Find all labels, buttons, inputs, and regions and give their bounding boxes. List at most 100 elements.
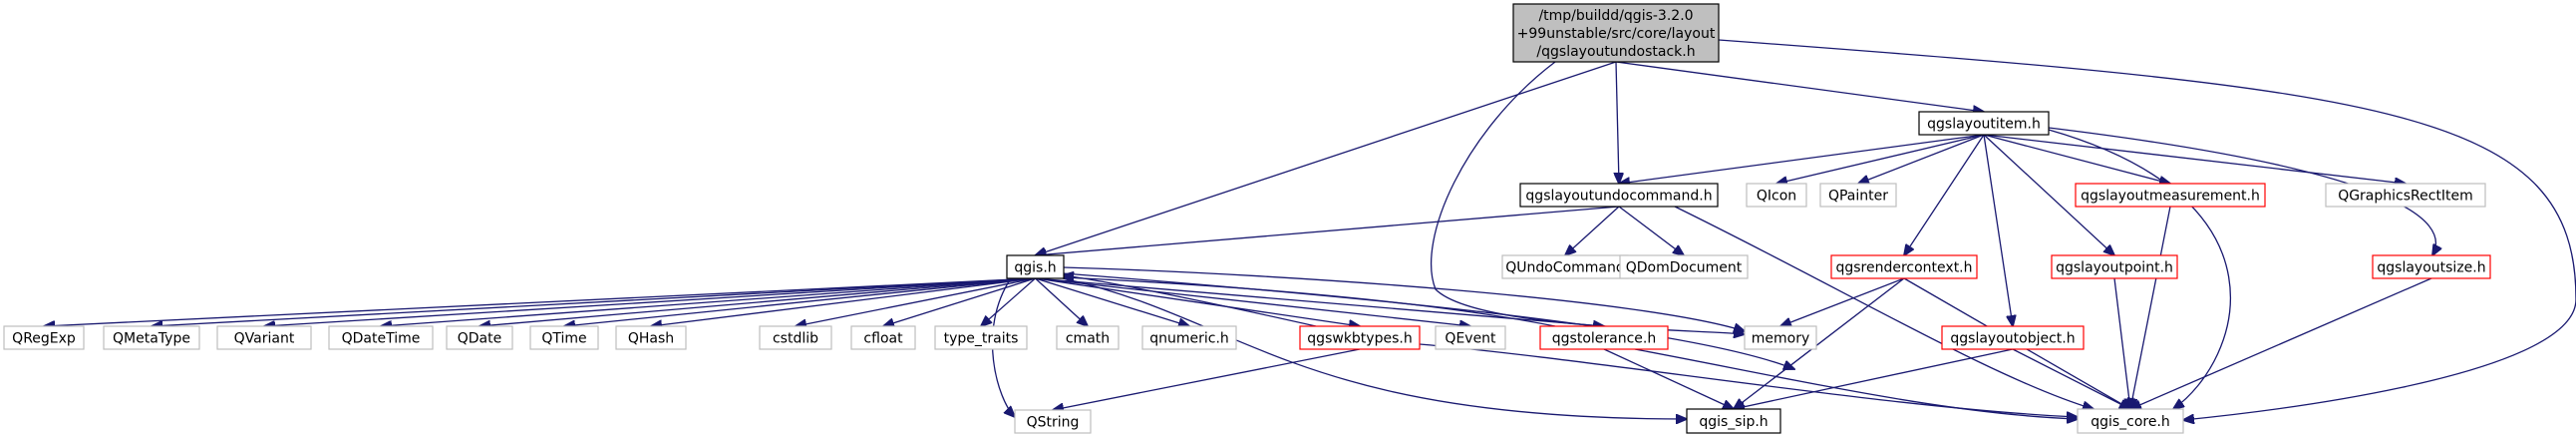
node-box (759, 325, 832, 350)
node-qgis-core: qgis_core.h (2077, 408, 2184, 434)
edge-root-to-qgis_core (1718, 39, 2576, 420)
node-box (2372, 254, 2491, 279)
edge-qgis-to-wkbtypes (1035, 277, 1361, 326)
node-layoutsize[interactable]: qgslayoutsize.h (2372, 254, 2491, 279)
edge-qgis-to-qevent (1035, 277, 1471, 326)
node-box (3, 325, 85, 350)
node-label: /tmp/buildd/qgis-3.2.0 (1538, 8, 1693, 24)
node-box (1141, 325, 1237, 350)
node-qvariant: QVariant (216, 325, 312, 350)
edge-undocommand-to-qundocommand (1565, 206, 1620, 255)
node-layoutobject[interactable]: qgslayoutobject.h (1941, 325, 2085, 350)
node-label: QPainter (1828, 189, 1888, 205)
node-label: cfloat (863, 331, 903, 347)
node-box (1819, 183, 1897, 208)
node-qicon: QIcon (1746, 183, 1807, 208)
node-layoutpoint[interactable]: qgslayoutpoint.h (2051, 254, 2178, 279)
node-label: QDomDocument (1626, 260, 1743, 276)
node-qhash: QHash (615, 325, 687, 350)
edge-layoutitem-to-rendercontext (1904, 134, 1985, 255)
node-box (1435, 325, 1506, 350)
node-measurement[interactable]: qgslayoutmeasurement.h (2075, 183, 2266, 208)
node-box (1746, 183, 1807, 208)
node-qgis-sip[interactable]: qgis_sip.h (1686, 408, 1781, 434)
edge-layoutitem-to-layoutobject (1983, 134, 2013, 326)
node-label: qgis.h (1014, 260, 1056, 276)
node-label: memory (1752, 331, 1810, 347)
node-qpainter: QPainter (1819, 183, 1897, 208)
edge-layer (44, 39, 2576, 420)
node-cmath: cmath (1056, 325, 1120, 350)
node-box (1014, 409, 1092, 434)
node-box (446, 325, 513, 350)
node-label: type_traits (944, 331, 1019, 347)
node-label: QMetaType (113, 331, 190, 347)
edge-tolerance-to-qgis (1063, 277, 1556, 327)
node-layoutitem[interactable]: qgslayoutitem.h (1918, 111, 2050, 136)
edge-qgis-to-qdatetime (381, 277, 1036, 326)
node-wkbtypes[interactable]: qgswkbtypes.h (1299, 325, 1421, 350)
edge-root-to-qgis (1036, 61, 1617, 255)
node-root[interactable]: /tmp/buildd/qgis-3.2.0 +99unstable/src/co… (1512, 3, 1720, 63)
edge-qgis-to-cfloat (883, 277, 1036, 326)
node-type-traits: type_traits (934, 325, 1028, 350)
edge-qgis-to-memory (1062, 266, 1745, 331)
node-label: QHash (628, 331, 674, 347)
node-box (1519, 183, 1719, 208)
node-label: +99unstable/src/core/layout (1517, 26, 1716, 42)
edge-tolerance-to-qgis_sip (1603, 348, 1734, 409)
node-label: qgsrendercontext.h (1835, 260, 1972, 276)
node-undocommand[interactable]: qgslayoutundocommand.h (1519, 183, 1719, 208)
node-box (103, 325, 200, 350)
node-label: QRegExp (12, 331, 76, 347)
node-cfloat: cfloat (850, 325, 916, 350)
node-label: QIcon (1757, 189, 1796, 205)
node-box (1512, 3, 1720, 63)
edge-wkbtypes-to-qstring (1053, 348, 1361, 410)
edge-qgis-to-qstring (991, 277, 1015, 417)
edge-qgis-to-type_traits (981, 277, 1036, 326)
node-qnumeric: qnumeric.h (1141, 325, 1237, 350)
node-qundocommand: QUndoCommand (1501, 254, 1629, 279)
edge-wkbtypes-to-qgis_core (1419, 343, 2078, 417)
node-label: QDateTime (342, 331, 421, 347)
edge-layoutitem-to-undocommand (1619, 134, 1985, 184)
node-box (615, 325, 687, 350)
edge-qgis-to-cstdlib (796, 277, 1036, 326)
edge-layoutitem-to-qgraphicsrectitem (1983, 134, 2406, 184)
node-box (1918, 111, 2050, 136)
node-label: qgslayoutitem.h (1927, 117, 2041, 133)
node-label: cmath (1066, 331, 1110, 347)
edge-root-to-undocommand (1616, 61, 1619, 184)
node-label: QVariant (234, 331, 295, 347)
node-box (2325, 183, 2486, 208)
node-box (1056, 325, 1120, 350)
node-box (529, 325, 599, 350)
node-rendercontext[interactable]: qgsrendercontext.h (1830, 254, 1978, 279)
edge-measurement-to-qgis_core (2130, 206, 2171, 409)
node-box (2075, 183, 2266, 208)
node-tolerance[interactable]: qgstolerance.h (1539, 325, 1669, 350)
edge-qgis-to-qvariant (264, 277, 1036, 326)
node-qstring: QString (1014, 409, 1092, 434)
edge-qgis-to-qnumeric (1035, 277, 1190, 326)
edge-layoutsize-to-qgis_core (2130, 277, 2432, 409)
edge-undocommand-to-qdomdocument (1618, 206, 1684, 255)
edge-layoutobject-to-qgis_core (2012, 348, 2130, 409)
node-box (1744, 325, 1817, 350)
node-qgis[interactable]: qgis.h (1006, 254, 1065, 279)
node-label: qgslayoutobject.h (1950, 331, 2075, 347)
node-qregexp: QRegExp (3, 325, 85, 350)
node-label: qgslayoutpoint.h (2056, 260, 2173, 276)
edge-undocommand-to-qgis_core (1674, 206, 2093, 409)
edge-rendercontext-to-qgis_sip (1734, 277, 1905, 409)
edge-rendercontext-to-memory (1780, 277, 1905, 326)
node-qdate: QDate (446, 325, 513, 350)
edge-root-to-layoutitem (1615, 61, 1984, 112)
node-label: QEvent (1445, 331, 1496, 347)
edge-qgis-to-qregexp (44, 277, 1036, 326)
edge-layoutitem-to-qicon (1776, 134, 1985, 184)
node-label: QDate (458, 331, 501, 347)
node-memory: memory (1744, 325, 1817, 350)
